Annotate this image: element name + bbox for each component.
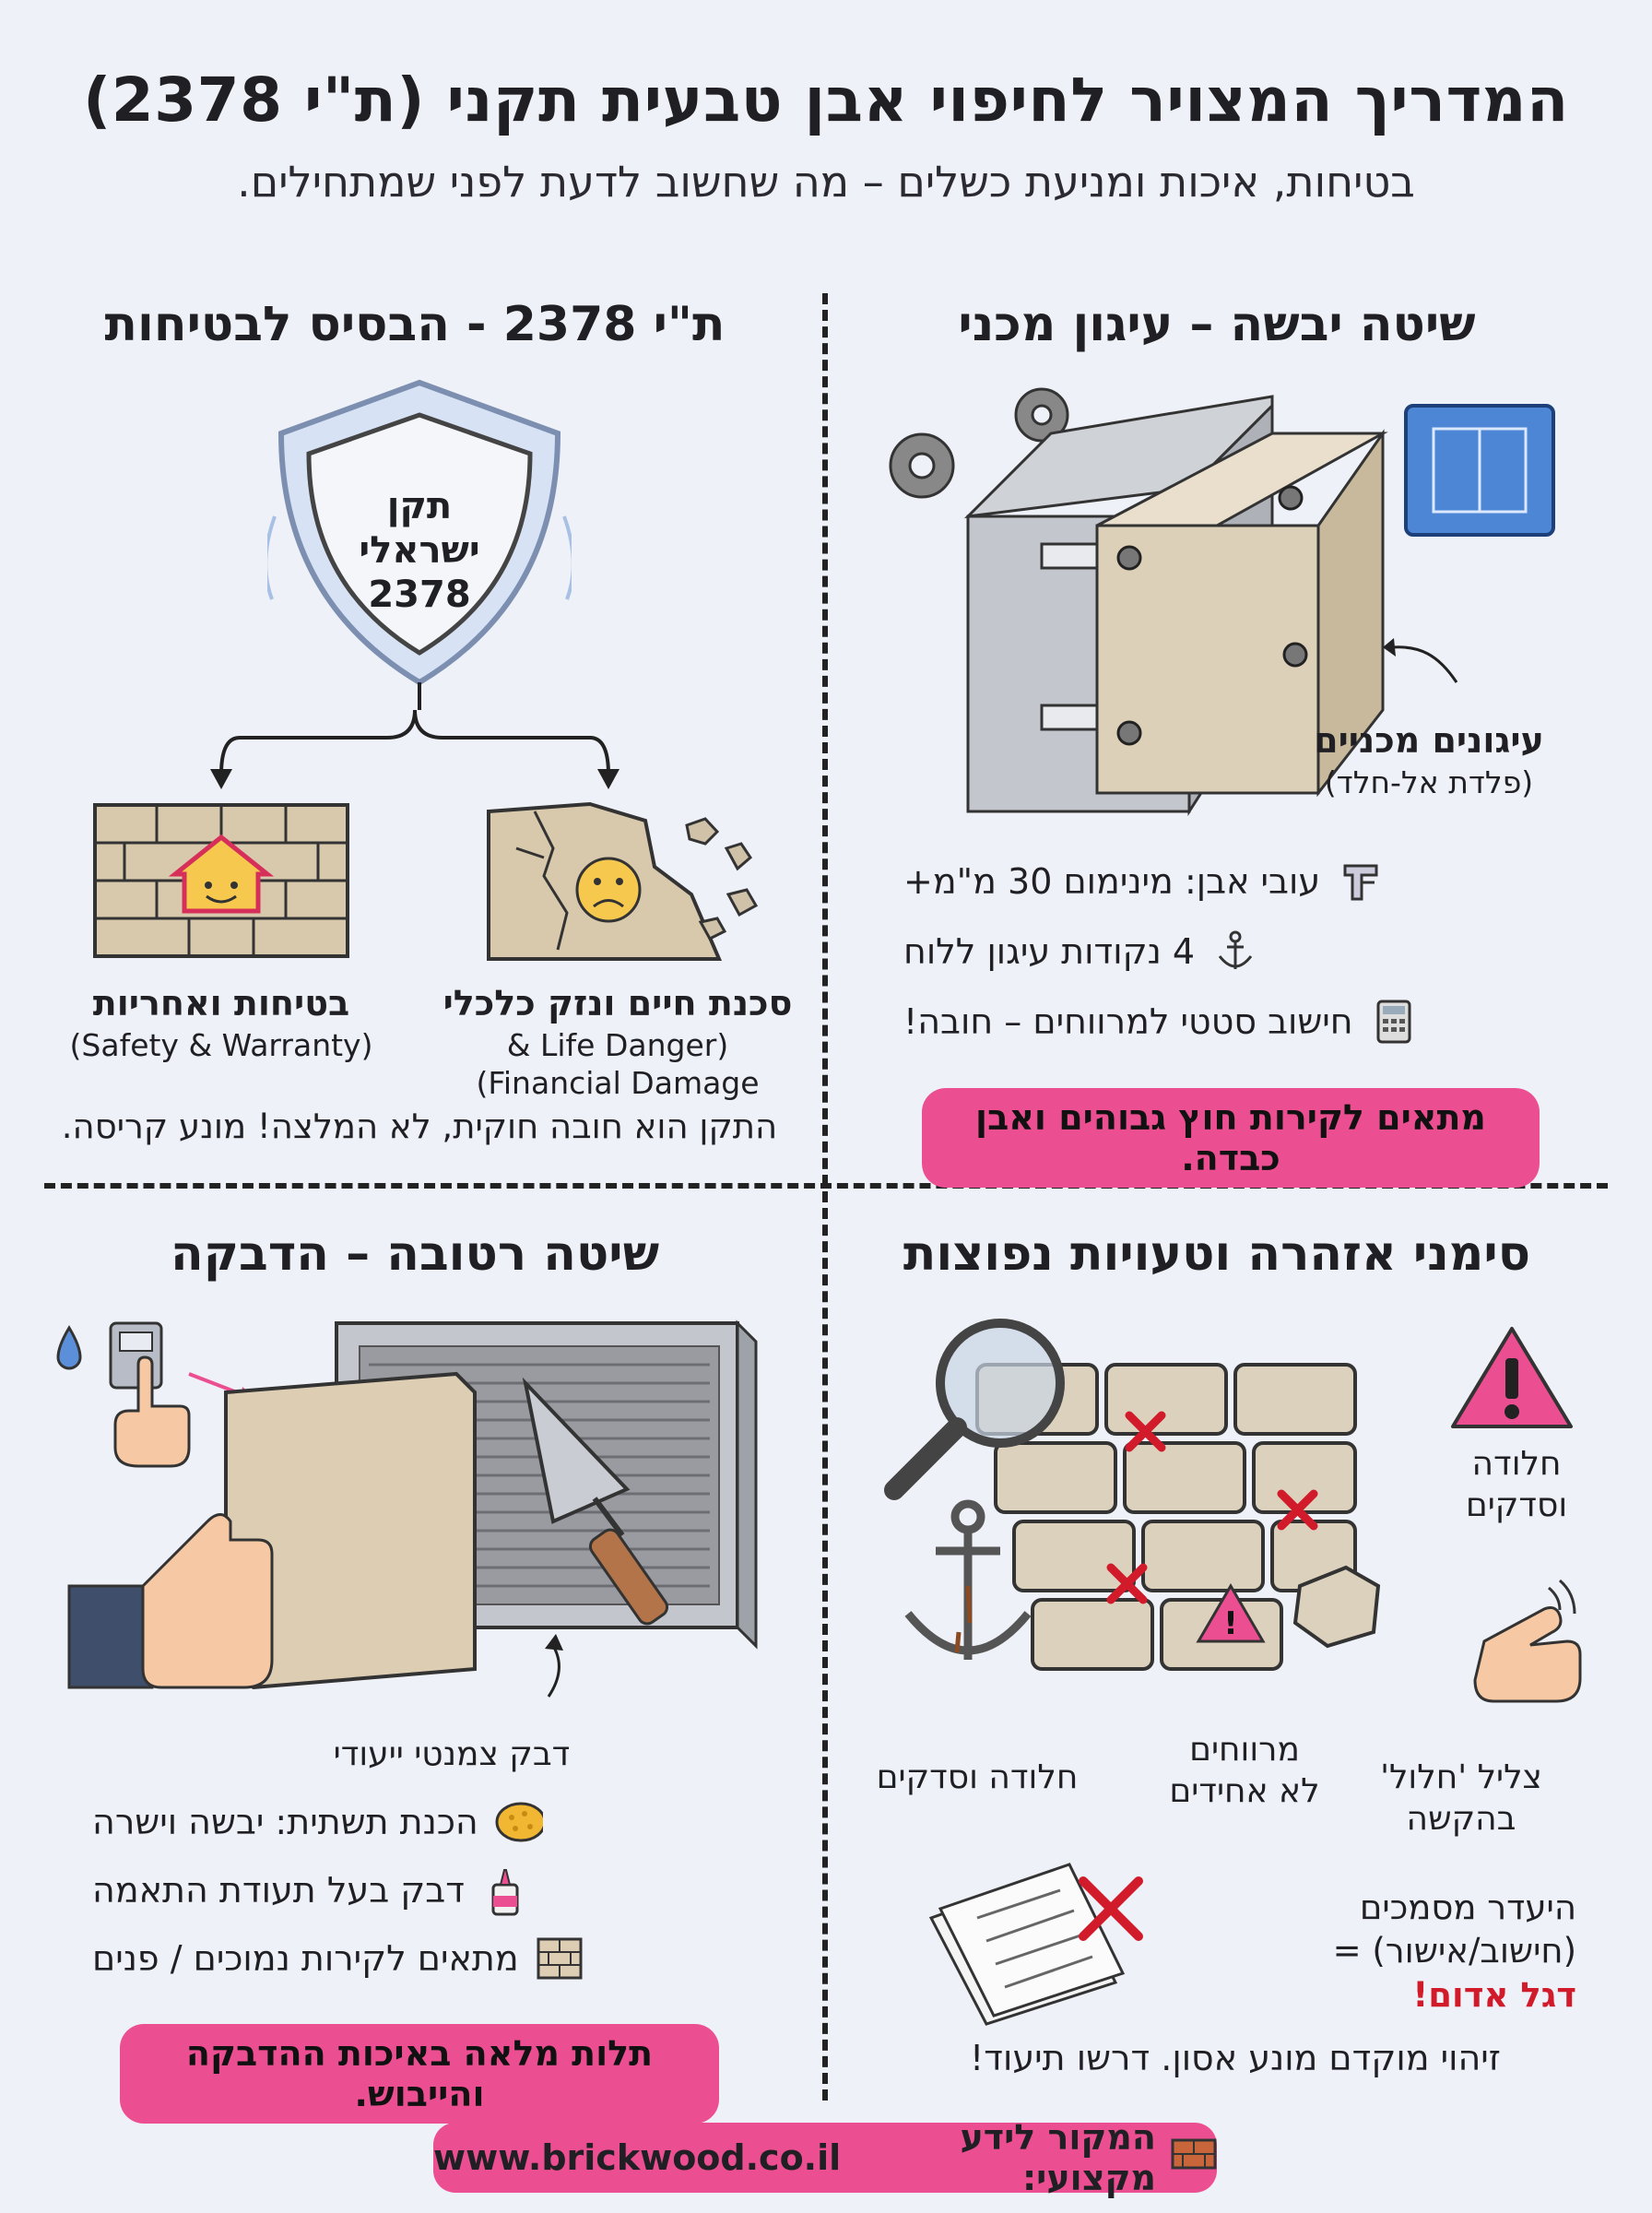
anchors-label: עיגונים מכניים (פלדת אל-חלד)	[1314, 720, 1544, 800]
warnings-title: סימני אזהרה וטעויות נפוצות	[903, 1226, 1531, 1282]
anchor-icon	[1211, 928, 1259, 976]
list-item: עובי אבן: מינימום 30 מ"מ+	[903, 858, 1567, 905]
pointing-hand-icon	[113, 1355, 191, 1468]
footer-label: המקור לידע מקצועי:	[960, 2117, 1156, 2198]
alert-triangle-icon	[1451, 1327, 1573, 1428]
dry-note-badge: מתאים לקירות חוץ גבוהים ואבן כבדה.	[922, 1088, 1540, 1188]
wet-method-title: שיטה רטובה – הדבקה	[170, 1226, 660, 1282]
horizontal-divider	[44, 1183, 1608, 1189]
caliper-icon	[1337, 858, 1385, 905]
wet-note-badge: תלות מלאה באיכות ההדבקה והייבוש.	[120, 2024, 719, 2124]
page-title: המדריך המצויר לחיפוי אבן טבעית תקני (ת"י…	[83, 65, 1569, 136]
gaps-label: מרווחים לא אחידים	[1169, 1731, 1320, 1810]
list-item: 4 נקודות עיגון ללוח	[903, 928, 1567, 976]
safe-wall-illustration	[93, 803, 349, 958]
knocking-hand-icon	[1473, 1579, 1582, 1703]
happy-house-icon	[168, 834, 275, 914]
footer-link[interactable]: www.brickwood.co.il	[433, 2137, 842, 2178]
standard-note: התקן הוא חובה חוקית, לא המלצה! מונע קריס…	[61, 1106, 778, 1146]
list-item: מתאים לקירות נמוכים / פנים	[92, 1935, 765, 1982]
rust-cracks-label-top: חלודה וסדקים	[1465, 1445, 1568, 1524]
sponge-icon	[495, 1798, 543, 1846]
page-subtitle: בטיחות, איכות ומניעת כשלים – מה שחשוב לד…	[237, 157, 1415, 207]
svg-text:!: !	[1223, 1605, 1238, 1642]
danger-label: סכנת חיים ונזק כלכלי (Life Danger & Fina…	[442, 983, 793, 1101]
calculator-icon	[1370, 998, 1418, 1046]
sad-face-icon	[575, 857, 642, 923]
shield-text: תקן ישראלי 2378	[359, 485, 480, 616]
warning-wall-illustration: !	[884, 1319, 1381, 1671]
glue-icon	[481, 1866, 529, 1916]
brick-wall-icon	[536, 1935, 584, 1982]
gear-icon	[889, 387, 1069, 499]
brick-icon	[1171, 2137, 1217, 2178]
dry-checklist: עובי אבן: מינימום 30 מ"מ+ 4 נקודות עיגון…	[903, 858, 1567, 1046]
warnings-note: זיהוי מוקדם מונע אסון. דרשו תיעוד!	[970, 2038, 1501, 2078]
wet-adhesion-illustration	[56, 1320, 758, 1698]
vertical-divider	[822, 293, 828, 2101]
dry-anchoring-illustration	[889, 387, 1555, 817]
list-item: דבק בעל תעודת התאמה	[92, 1866, 765, 1916]
magnifier-icon	[884, 1319, 1065, 1500]
footer-source-badge: המקור לידע מקצועי: www.brickwood.co.il	[433, 2117, 1217, 2198]
collapsing-wall-illustration	[487, 801, 759, 961]
hand-icon	[67, 1513, 274, 1689]
adhesive-label: דבק צמנטי ייעודי	[333, 1735, 571, 1773]
shield-icon	[267, 379, 572, 710]
list-item: חישוב סטטי למרווחים – חובה!	[903, 998, 1567, 1046]
list-item: הכנת תשתית: יבשה וישרה	[92, 1798, 765, 1846]
rusty-anchor-icon	[904, 1499, 1032, 1660]
blueprint-icon	[1404, 404, 1555, 537]
safety-label: בטיחות ואחריות (Safety & Warranty)	[69, 983, 373, 1063]
branch-arrows	[210, 710, 620, 789]
missing-docs-text: היעדר מסמכים (חישוב/אישור) = דגל אדום!	[1332, 1888, 1576, 2015]
trowel-icon	[522, 1377, 669, 1626]
hollow-stone-icon	[1292, 1565, 1381, 1649]
rust-cracks-label: חלודה וסדקים	[876, 1758, 1079, 1796]
wet-checklist: הכנת תשתית: יבשה וישרה דבק בעל תעודת התא…	[92, 1798, 765, 1982]
warning-triangle-icon: !	[1196, 1583, 1266, 1643]
dry-method-title: שיטה יבשה – עיגון מכני	[958, 297, 1476, 352]
standard-title: ת"י 2378 - הבסיס לבטיחות	[104, 297, 726, 352]
missing-documents-icon	[928, 1863, 1143, 2026]
hollow-sound-label: צליל 'חלול' בהקשה	[1380, 1758, 1542, 1838]
